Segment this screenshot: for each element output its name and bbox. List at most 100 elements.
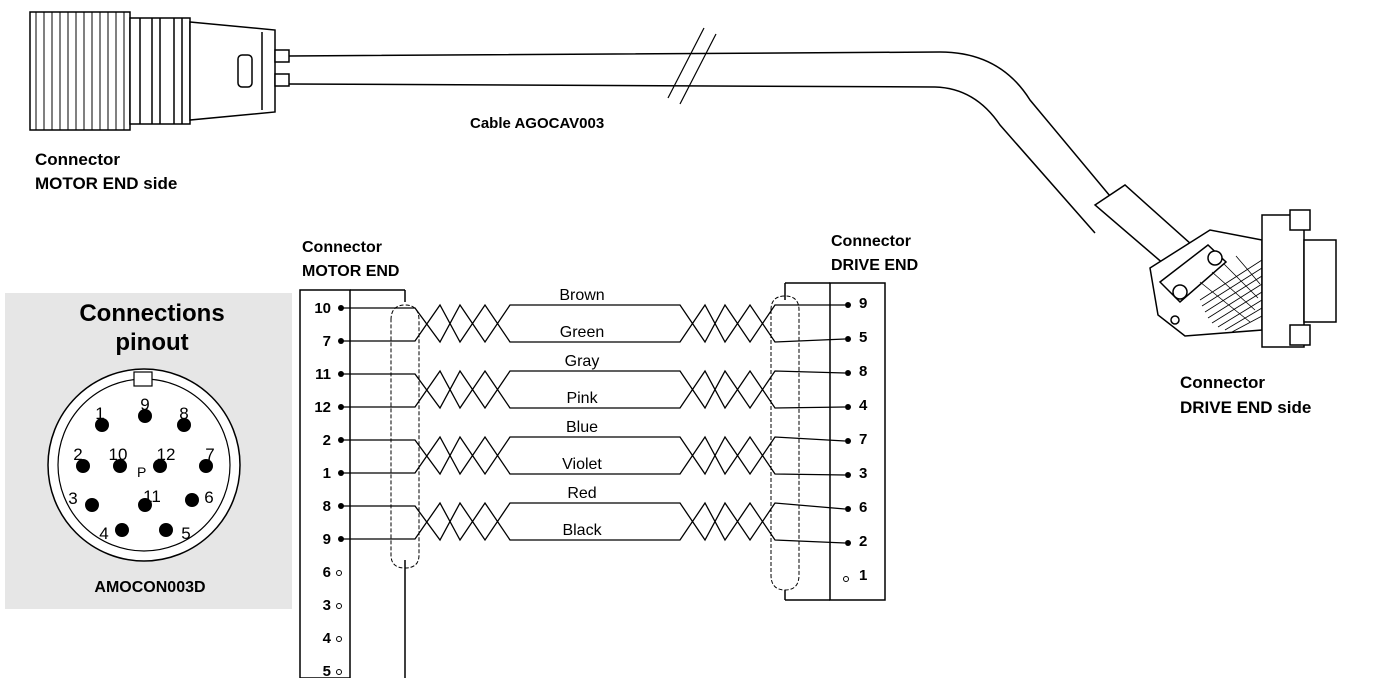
motor-pin-8-terminal bbox=[338, 503, 344, 509]
pinout-pin-4-number: 4 bbox=[99, 524, 108, 543]
pinout-pin-9-dot bbox=[138, 409, 152, 423]
drive-pin-2-terminal bbox=[845, 540, 851, 546]
pinout-pin-2-dot bbox=[76, 459, 90, 473]
motor-pin-9-terminal bbox=[338, 536, 344, 542]
wire-black bbox=[343, 501, 846, 544]
drive-pin-label-8: 8 bbox=[859, 363, 867, 380]
motor-pin-label-6: 6 bbox=[323, 564, 331, 581]
motor-end-side-label-line1: Connector bbox=[35, 150, 120, 169]
motor-pin-5-terminal bbox=[336, 669, 342, 675]
motor-pin-1-terminal bbox=[338, 470, 344, 476]
wire-label-violet: Violet bbox=[562, 456, 602, 473]
drive-pin-1-terminal bbox=[843, 576, 849, 582]
motor-pin-12-terminal bbox=[338, 404, 344, 410]
motor-pin-label-8: 8 bbox=[323, 498, 331, 515]
motor-end-label-line2: MOTOR END bbox=[302, 263, 399, 280]
motor-pin-6-terminal bbox=[336, 570, 342, 576]
drive-pin-5-terminal bbox=[845, 336, 851, 342]
drive-pin-label-6: 6 bbox=[859, 499, 867, 516]
pinout-part-code: AMOCON003D bbox=[94, 579, 205, 596]
pinout-pin-12-dot bbox=[153, 459, 167, 473]
wire-green bbox=[343, 303, 846, 344]
motor-pin-label-11: 11 bbox=[315, 366, 331, 383]
pinout-pin-11-number: 11 bbox=[143, 487, 161, 506]
pinout-pin-5-number: 5 bbox=[181, 524, 190, 543]
motor-side-shield bbox=[390, 304, 420, 569]
motor-end-terminal-block bbox=[299, 289, 406, 678]
motor-end-connector-drawing bbox=[29, 11, 290, 131]
wire-label-green: Green bbox=[560, 324, 604, 341]
pinout-pin-7-dot bbox=[199, 459, 213, 473]
pinout-pin-10-dot bbox=[113, 459, 127, 473]
wire-label-brown: Brown bbox=[559, 287, 604, 304]
pinout-pin-7-number: 7 bbox=[205, 445, 214, 464]
drive-end-terminal-block bbox=[784, 282, 886, 601]
motor-pin-2-terminal bbox=[338, 437, 344, 443]
motor-end-label-line1: Connector bbox=[302, 239, 382, 256]
motor-pin-label-7: 7 bbox=[323, 333, 331, 350]
wire-red bbox=[343, 501, 846, 542]
drive-pin-label-4: 4 bbox=[859, 397, 868, 414]
motor-pin-label-1: 1 bbox=[323, 465, 331, 482]
motor-pin-label-2: 2 bbox=[323, 432, 331, 449]
pinout-pin-2-number: 2 bbox=[73, 445, 82, 464]
drive-pin-label-3: 3 bbox=[859, 465, 867, 482]
drive-side-shield bbox=[770, 295, 800, 591]
pinout-pin-4-dot bbox=[115, 523, 129, 537]
motor-pin-label-12: 12 bbox=[314, 399, 331, 416]
motor-pin-label-3: 3 bbox=[323, 597, 331, 614]
drive-end-label-line2: DRIVE END bbox=[831, 257, 918, 274]
wire-label-red: Red bbox=[567, 485, 596, 502]
drive-pin-label-5: 5 bbox=[859, 329, 867, 346]
pinout-pin-6-dot bbox=[185, 493, 199, 507]
drive-pin-group: 9 5 8 4 7 3 6 2 1 bbox=[843, 295, 868, 584]
pinout-pin-8-dot bbox=[177, 418, 191, 432]
drive-pin-6-terminal bbox=[845, 506, 851, 512]
drive-end-label-line1: Connector bbox=[831, 233, 911, 250]
pinout-title-line1: Connections bbox=[79, 300, 224, 327]
pinout-pin-1-number: 1 bbox=[95, 404, 104, 423]
motor-end-side-label-line2: MOTOR END side bbox=[35, 174, 177, 193]
drive-pin-label-1: 1 bbox=[859, 567, 867, 584]
motor-pin-3-terminal bbox=[336, 603, 342, 609]
motor-pin-7-terminal bbox=[338, 338, 344, 344]
wire-label-pink: Pink bbox=[566, 390, 598, 407]
drive-pin-3-terminal bbox=[845, 472, 851, 478]
wire-label-black: Black bbox=[562, 522, 602, 539]
motor-pin-label-9: 9 bbox=[323, 531, 331, 548]
drive-pin-label-2: 2 bbox=[859, 533, 867, 550]
drive-end-side-label-line2: DRIVE END side bbox=[1180, 398, 1311, 417]
drive-pin-4-terminal bbox=[845, 404, 851, 410]
pinout-pin-8-number: 8 bbox=[179, 404, 188, 423]
motor-pin-4-terminal bbox=[336, 636, 342, 642]
pinout-pin-12-number: 12 bbox=[157, 445, 176, 464]
cable-label: Cable AGOCAV003 bbox=[470, 115, 604, 132]
motor-pin-10-terminal bbox=[338, 305, 344, 311]
wire-label-gray: Gray bbox=[565, 353, 600, 370]
wire-pink bbox=[343, 369, 846, 410]
pinout-pin-1-dot bbox=[95, 418, 109, 432]
drive-end-connector-drawing bbox=[1149, 209, 1337, 348]
drive-pin-7-terminal bbox=[845, 438, 851, 444]
drive-pin-9-terminal bbox=[845, 302, 851, 308]
pinout-title-line2: pinout bbox=[115, 329, 188, 356]
pinout-center-label: P bbox=[137, 464, 146, 480]
drive-end-side-label-line1: Connector bbox=[1180, 373, 1265, 392]
drive-pin-8-terminal bbox=[845, 370, 851, 376]
motor-pin-11-terminal bbox=[338, 371, 344, 377]
wire-gray bbox=[343, 369, 846, 410]
pinout-pin-3-number: 3 bbox=[68, 489, 77, 508]
wire-violet bbox=[343, 435, 846, 476]
cable-body bbox=[288, 27, 1194, 266]
pinout-pin-11-dot bbox=[138, 498, 152, 512]
wire-label-blue: Blue bbox=[566, 419, 598, 436]
motor-pin-label-10: 10 bbox=[314, 300, 331, 317]
pinout-pin-9-number: 9 bbox=[140, 395, 149, 414]
drive-pin-label-7: 7 bbox=[859, 431, 867, 448]
drive-pin-label-9: 9 bbox=[859, 295, 867, 312]
